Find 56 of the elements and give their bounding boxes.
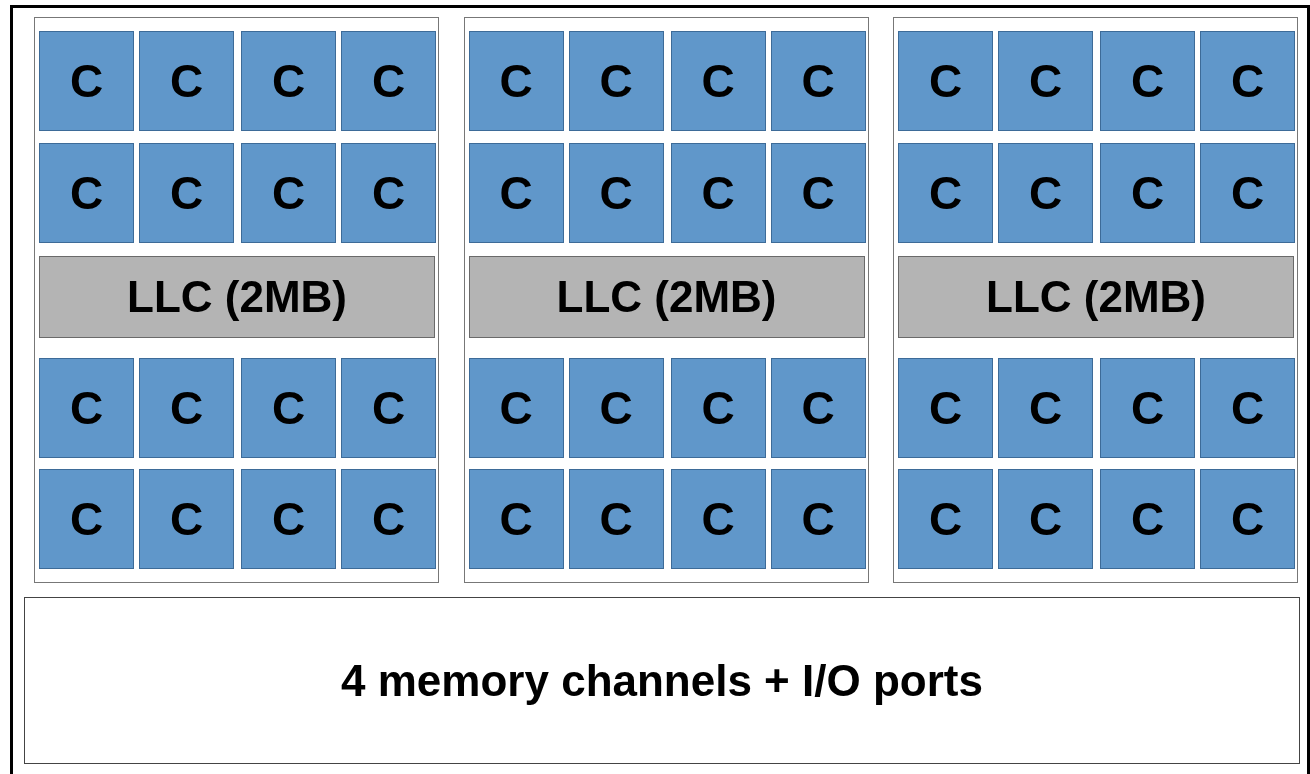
- core-block: C: [770, 31, 866, 131]
- core-block: C: [898, 143, 993, 243]
- core-block: C: [898, 358, 993, 458]
- core-block: C: [39, 143, 134, 243]
- core-block: C: [1200, 469, 1295, 569]
- tile-panel: [463, 17, 869, 583]
- core-block: C: [468, 143, 564, 243]
- core-block: C: [770, 358, 866, 458]
- core-block: C: [1100, 358, 1195, 458]
- core-block: C: [568, 143, 664, 243]
- core-block: C: [898, 469, 993, 569]
- core-block: C: [998, 143, 1093, 243]
- core-block: C: [998, 469, 1093, 569]
- core-block: C: [1100, 31, 1195, 131]
- core-block: C: [241, 358, 336, 458]
- core-block: C: [568, 469, 664, 569]
- core-block: C: [998, 31, 1093, 131]
- core-block: C: [468, 31, 564, 131]
- core-block: C: [468, 469, 564, 569]
- tile-panel: [34, 17, 439, 583]
- core-block: C: [568, 358, 664, 458]
- core-block: C: [341, 469, 436, 569]
- core-block: C: [1100, 469, 1195, 569]
- cache-block: LLC (2MB): [898, 256, 1294, 338]
- core-block: C: [998, 358, 1093, 458]
- core-block: C: [139, 469, 234, 569]
- chip-outline: [10, 5, 1310, 774]
- core-block: C: [1200, 31, 1295, 131]
- core-block: C: [468, 358, 564, 458]
- tile-panel: [893, 17, 1298, 583]
- core-block: C: [139, 143, 234, 243]
- core-block: C: [39, 469, 134, 569]
- cache-block: LLC (2MB): [39, 256, 435, 338]
- core-block: C: [341, 143, 436, 243]
- core-block: C: [770, 469, 866, 569]
- core-block: C: [770, 143, 866, 243]
- core-block: C: [898, 31, 993, 131]
- core-block: C: [139, 31, 234, 131]
- core-block: C: [670, 31, 766, 131]
- core-block: C: [341, 31, 436, 131]
- core-block: C: [241, 143, 336, 243]
- core-block: C: [39, 358, 134, 458]
- core-block: C: [568, 31, 664, 131]
- core-block: C: [241, 31, 336, 131]
- core-block: C: [1200, 143, 1295, 243]
- core-block: C: [341, 358, 436, 458]
- cache-block: LLC (2MB): [468, 256, 865, 338]
- core-block: C: [670, 358, 766, 458]
- core-block: C: [39, 31, 134, 131]
- core-block: C: [139, 358, 234, 458]
- core-block: C: [670, 143, 766, 243]
- memory-io-block: 4 memory channels + I/O ports: [24, 597, 1300, 764]
- core-block: C: [1200, 358, 1295, 458]
- core-block: C: [1100, 143, 1195, 243]
- core-block: C: [670, 469, 766, 569]
- core-block: C: [241, 469, 336, 569]
